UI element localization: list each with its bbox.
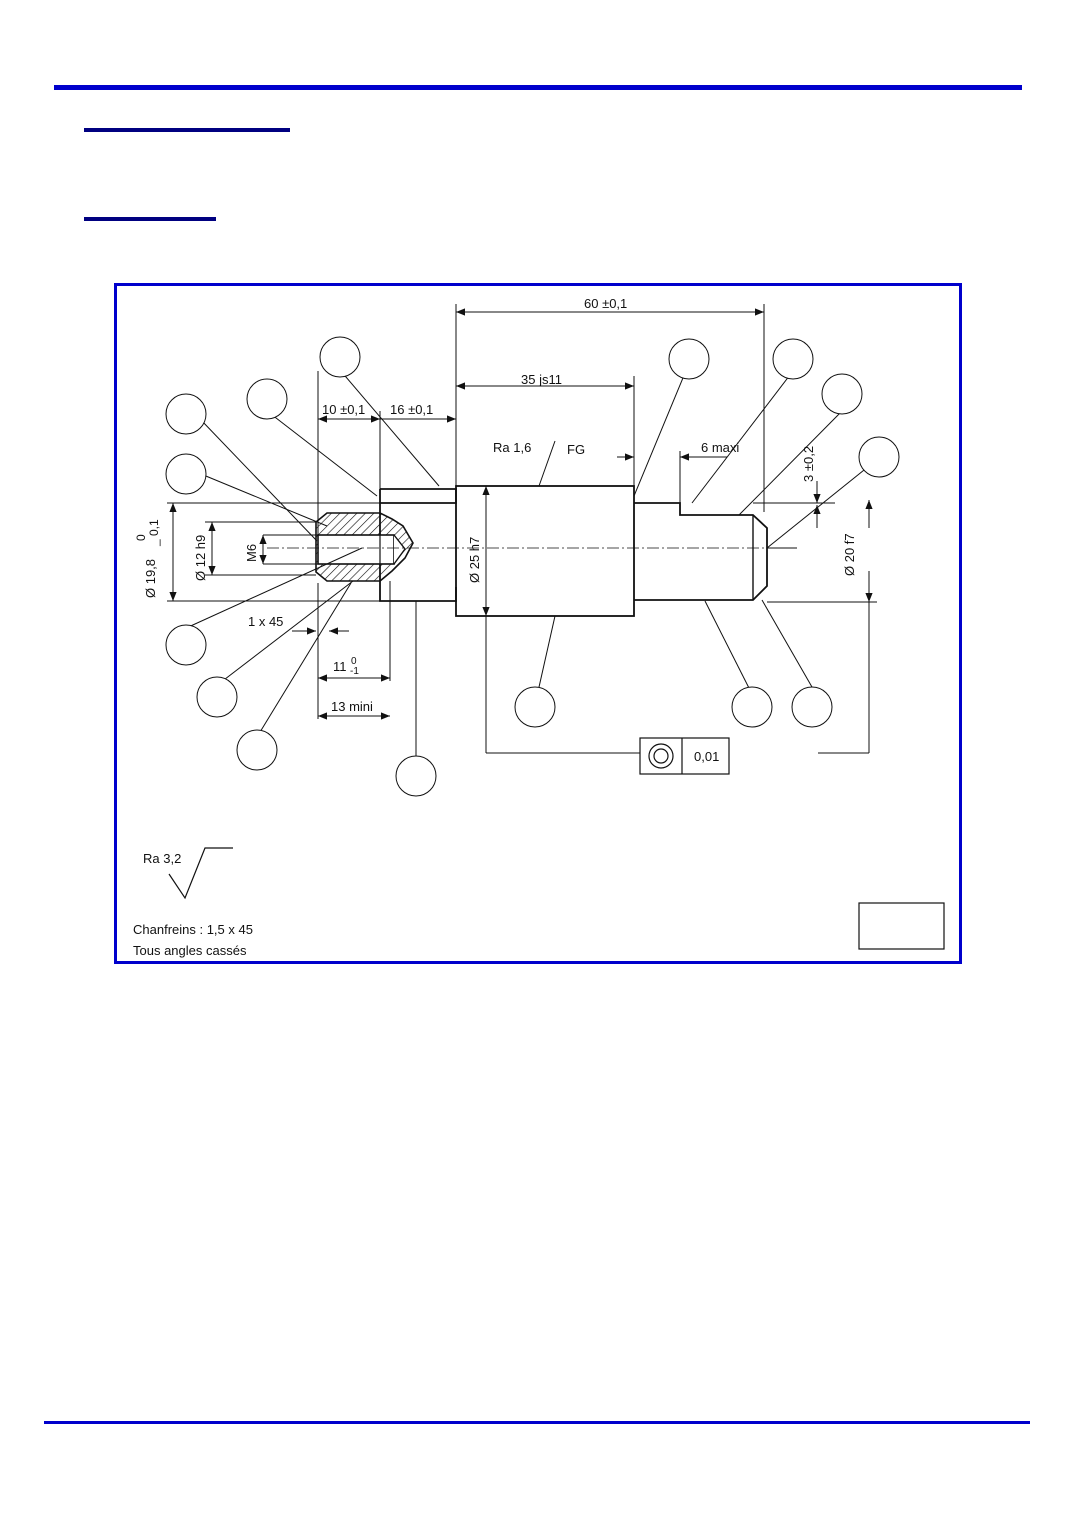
dim-11-lower-tolerance: -1	[350, 666, 359, 677]
dim-11-label: 11	[333, 659, 347, 674]
dim-16-label: 16 ±0,1	[390, 402, 433, 417]
dia-198-lower-tolerance: _ 0,1	[147, 519, 161, 547]
dia-20-label: Ø 20 f7	[842, 533, 857, 576]
technical-drawing-frame: 60 ±0,1 35 js11 10 ±0,1 16 ±0,1 6 maxi 3…	[114, 283, 962, 964]
concentricity-frame	[639, 737, 730, 775]
dia-25-label: Ø 25 h7	[467, 537, 482, 583]
dia-198-label: Ø 19,8	[143, 559, 158, 598]
ra-16-label: Ra 1,6	[493, 440, 531, 455]
ra-32-label: Ra 3,2	[143, 851, 181, 866]
heading-underline-1	[84, 128, 290, 132]
dim-35-label: 35 js11	[521, 372, 562, 387]
callout-bubbles	[165, 336, 900, 797]
chamfer-1x45-label: 1 x 45	[248, 614, 283, 629]
m6-label: M6	[244, 544, 259, 562]
bottom-rule	[44, 1421, 1030, 1424]
part-outline	[379, 485, 768, 617]
top-rule	[54, 85, 1022, 90]
note-chamfers: Chanfreins : 1,5 x 45	[133, 922, 253, 937]
shaft-drawing: 60 ±0,1 35 js11 10 ±0,1 16 ±0,1 6 maxi 3…	[133, 296, 945, 958]
dim-60-label: 60 ±0,1	[584, 296, 627, 311]
dia-198-upper-tolerance: 0	[134, 534, 148, 541]
title-block-box	[858, 902, 945, 950]
dim-3-label: 3 ±0,2	[801, 446, 816, 482]
dimension-lines	[167, 304, 877, 754]
concentricity-tolerance: 0,01	[694, 749, 719, 764]
dim-10-label: 10 ±0,1	[322, 402, 365, 417]
fg-label: FG	[567, 442, 585, 457]
note-broken-edges: Tous angles cassés	[133, 943, 247, 958]
dim-6-label: 6 maxi	[701, 440, 739, 455]
heading-underline-2	[84, 217, 216, 221]
dim-11-upper-tolerance: 0	[351, 656, 357, 667]
dia-12-label: Ø 12 h9	[193, 535, 208, 581]
roughness-symbol	[168, 847, 233, 900]
threaded-hole-section	[315, 512, 414, 582]
dim-13-label: 13 mini	[331, 699, 373, 714]
